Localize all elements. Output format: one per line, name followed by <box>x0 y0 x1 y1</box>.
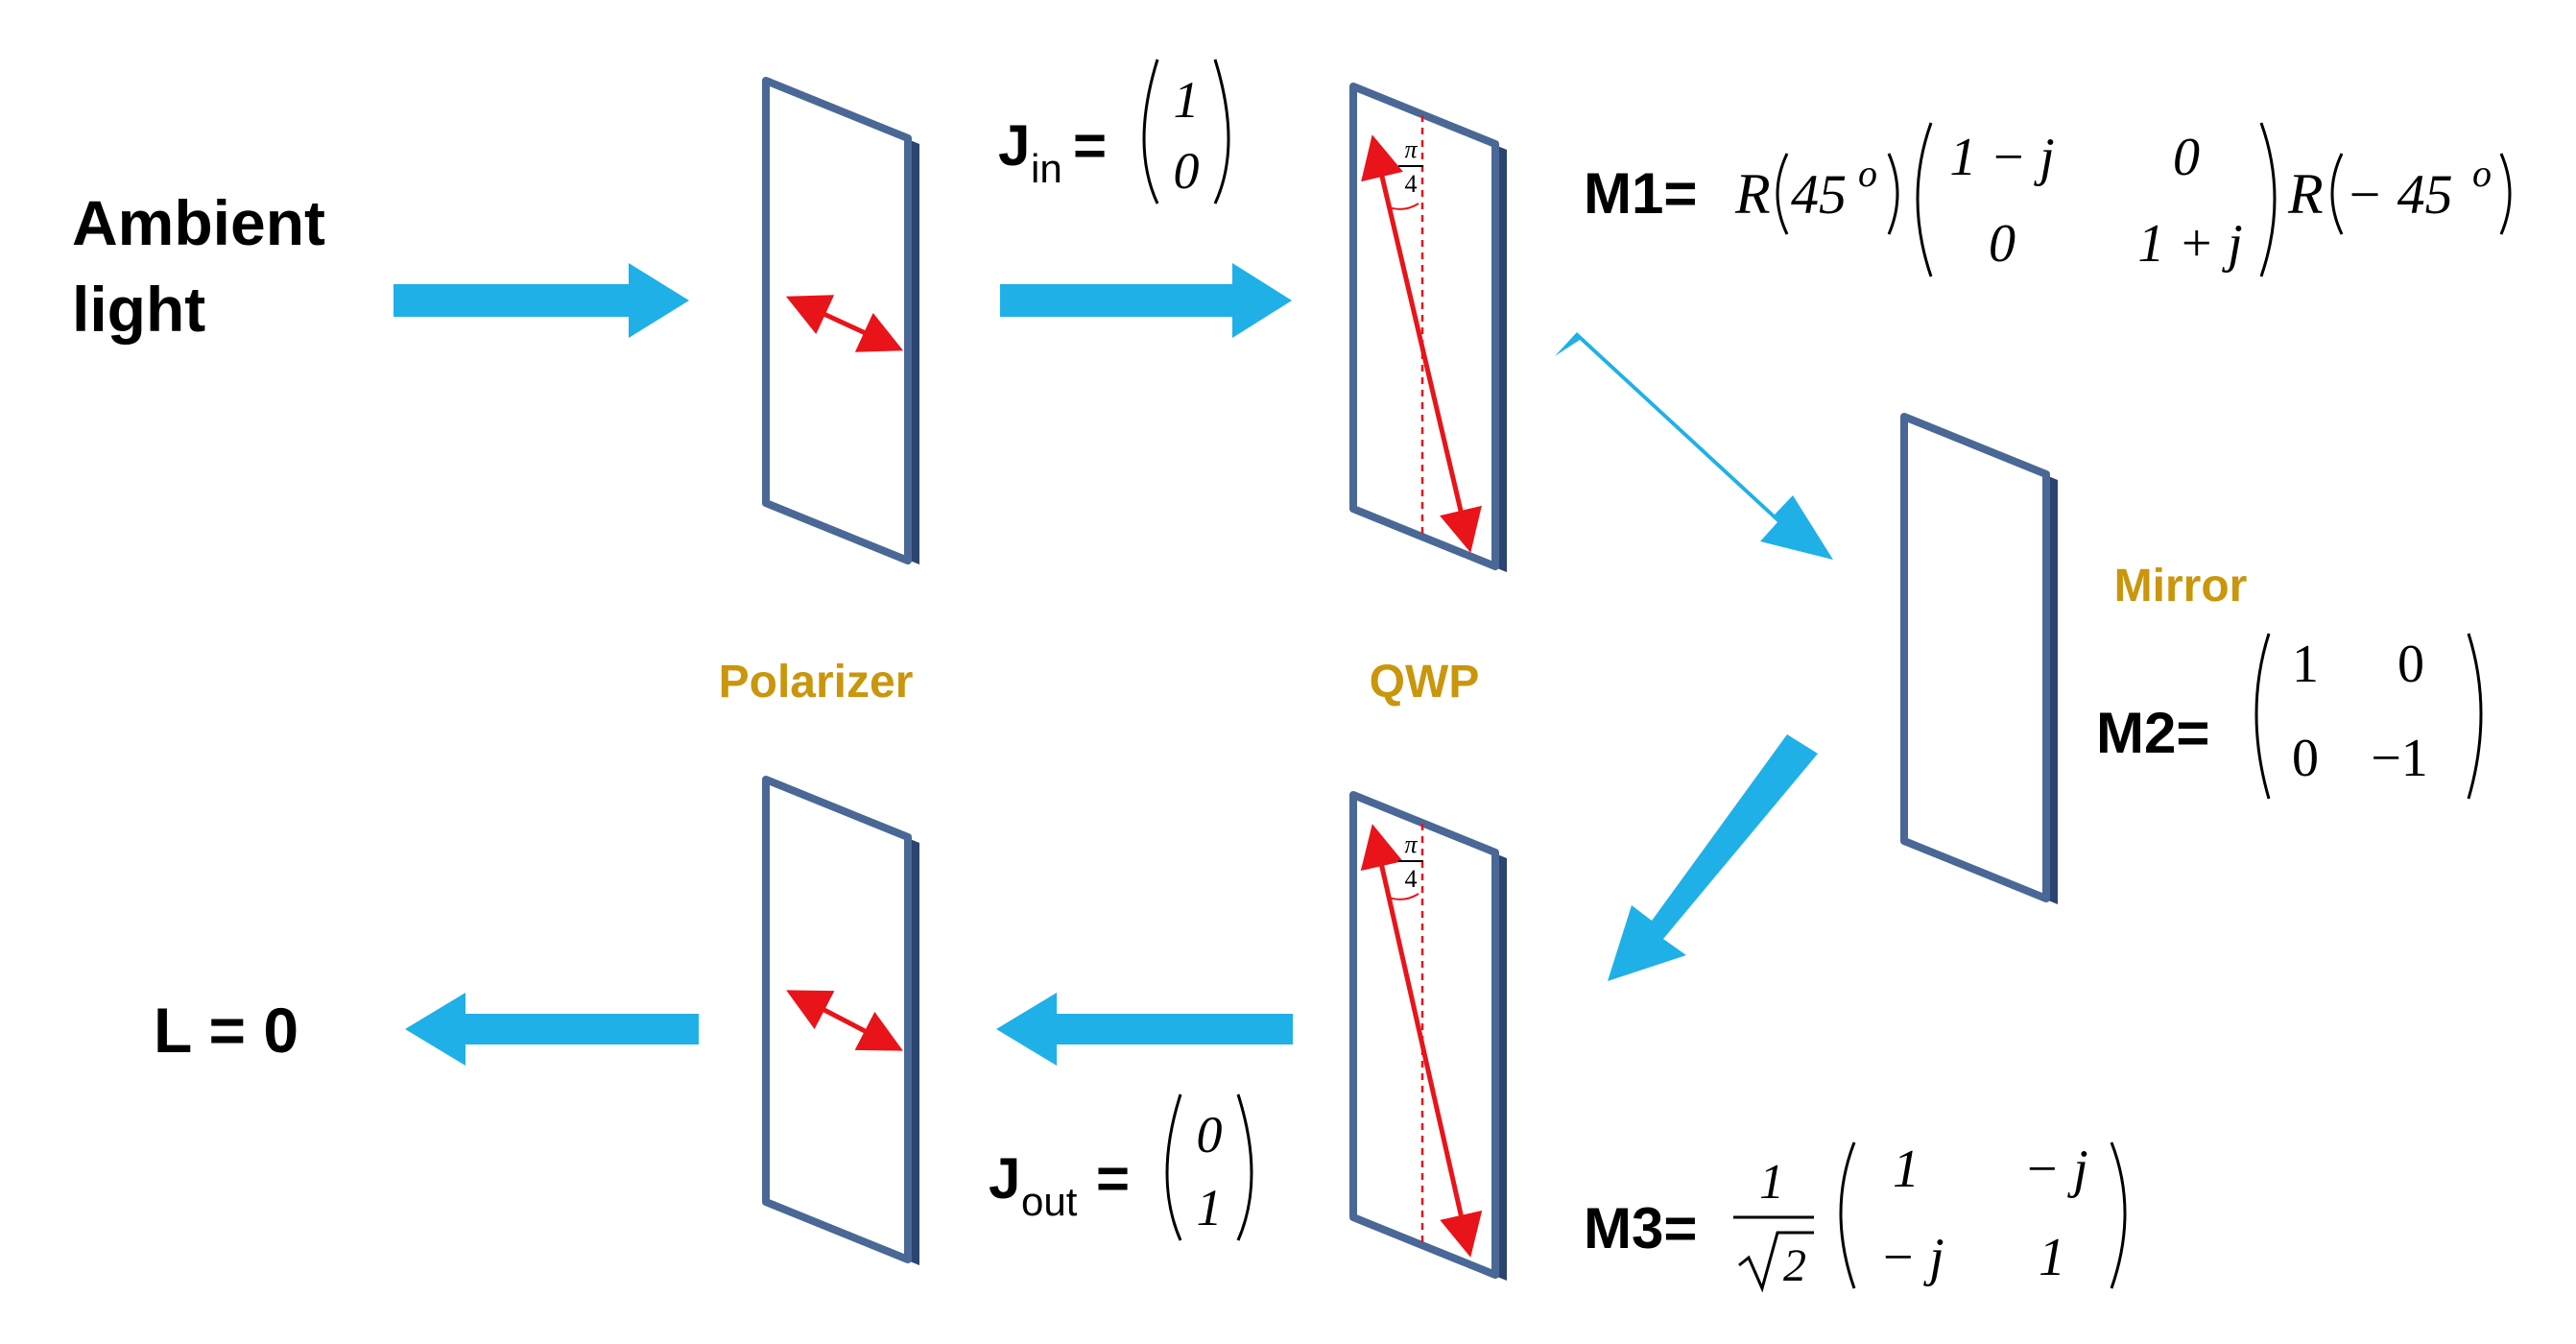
m3-cell-22: 1 <box>2039 1228 2065 1287</box>
m2-cell-21: 0 <box>2292 729 2319 788</box>
jout-value-2: 1 <box>1197 1179 1223 1236</box>
transmission-axis-arrow <box>786 990 903 1051</box>
m3-matrix-equation: M3= 1 2 1 − j − j 1 <box>1584 1140 2127 1293</box>
m1-cell-21: 0 <box>1989 214 2015 274</box>
jin-value-1: 1 <box>1174 71 1200 129</box>
jin-value-2: 0 <box>1174 142 1200 200</box>
beam-arrow-polarizer-to-qwp <box>1000 263 1292 338</box>
m2-matrix-equation: M2= 1 0 0 −1 <box>2096 633 2483 800</box>
jin-vector: J in = 1 0 <box>998 59 1230 204</box>
optical-plates: π 4 π 4 <box>762 77 2058 1281</box>
polarizer-bottom-plate <box>762 776 919 1265</box>
m1-cell-22: 1 + j <box>2137 214 2242 274</box>
jin-symbol: J <box>998 113 1030 178</box>
beam-arrow-qwp-to-mirror <box>1555 332 1833 560</box>
angle-arc <box>1386 893 1419 900</box>
m2-label: M2= <box>2096 701 2209 765</box>
angle-denominator: 4 <box>1405 170 1418 198</box>
output-label: L = 0 <box>154 995 298 1066</box>
qwp-top-plate: π 4 <box>1349 83 1507 572</box>
light-beams <box>394 263 1833 1066</box>
transmission-axis-arrow <box>785 295 904 352</box>
qwp-label: QWP <box>1370 657 1480 708</box>
jout-equals: = <box>1096 1146 1130 1211</box>
m1-rotation-2: R <box>2287 162 2324 226</box>
m1-degree-2: o <box>2472 152 2492 195</box>
qwp-bottom-plate: π 4 <box>1349 791 1507 1281</box>
jin-subscript: in <box>1031 146 1062 191</box>
polarizer-top-plate <box>762 77 919 564</box>
m1-matrix-equation: M1= R 45 o 1 − j 0 0 1 + j R − 45 o <box>1584 122 2512 277</box>
beam-arrow-mirror-to-qwp <box>1608 734 1818 981</box>
text-labels: Ambient light L = 0 Polarizer QWP Mirror <box>72 187 2247 1066</box>
polarizer-label: Polarizer <box>719 657 914 708</box>
jout-symbol: J <box>989 1146 1020 1211</box>
m3-cell-12: − j <box>2023 1140 2087 1199</box>
fast-axis-arrow <box>1360 824 1483 1258</box>
beam-arrow-output <box>405 993 699 1066</box>
jin-equals: = <box>1073 113 1107 178</box>
beam-arrow-ambient-to-polarizer <box>394 263 689 338</box>
m1-label: M1= <box>1584 161 1697 226</box>
ambient-light-label-line1: Ambient <box>72 187 325 258</box>
m3-cell-11: 1 <box>1893 1140 1920 1199</box>
m2-cell-12: 0 <box>2397 635 2424 694</box>
jout-value-1: 0 <box>1197 1106 1223 1164</box>
m1-cell-11: 1 − j <box>1949 128 2054 187</box>
mirror-label: Mirror <box>2114 561 2248 612</box>
angle-numerator: π <box>1404 830 1418 858</box>
m1-cell-12: 0 <box>2173 128 2200 187</box>
m3-label: M3= <box>1584 1196 1697 1260</box>
angle-numerator: π <box>1404 135 1418 163</box>
angle-arc <box>1386 203 1419 210</box>
m3-fraction-root: 2 <box>1783 1240 1806 1291</box>
ambient-light-label-line2: light <box>72 274 205 345</box>
jout-subscript: out <box>1021 1179 1078 1224</box>
m3-cell-21: − j <box>1879 1228 1944 1287</box>
m2-cell-11: 1 <box>2292 635 2319 694</box>
m1-rotation-1: R <box>1734 162 1771 226</box>
m1-angle-1: 45 <box>1791 163 1847 226</box>
m1-degree-1: o <box>1858 152 1877 195</box>
beam-arrow-qwp-to-polarizer <box>996 993 1293 1066</box>
m1-angle-2: − 45 <box>2346 163 2453 226</box>
m2-cell-22: −1 <box>2371 729 2428 788</box>
mirror-plate <box>1900 413 2058 904</box>
jout-vector: J out = 0 1 <box>989 1093 1253 1241</box>
m3-fraction-numerator: 1 <box>1759 1155 1784 1210</box>
angle-denominator: 4 <box>1405 865 1418 893</box>
fast-axis-arrow <box>1361 134 1482 553</box>
